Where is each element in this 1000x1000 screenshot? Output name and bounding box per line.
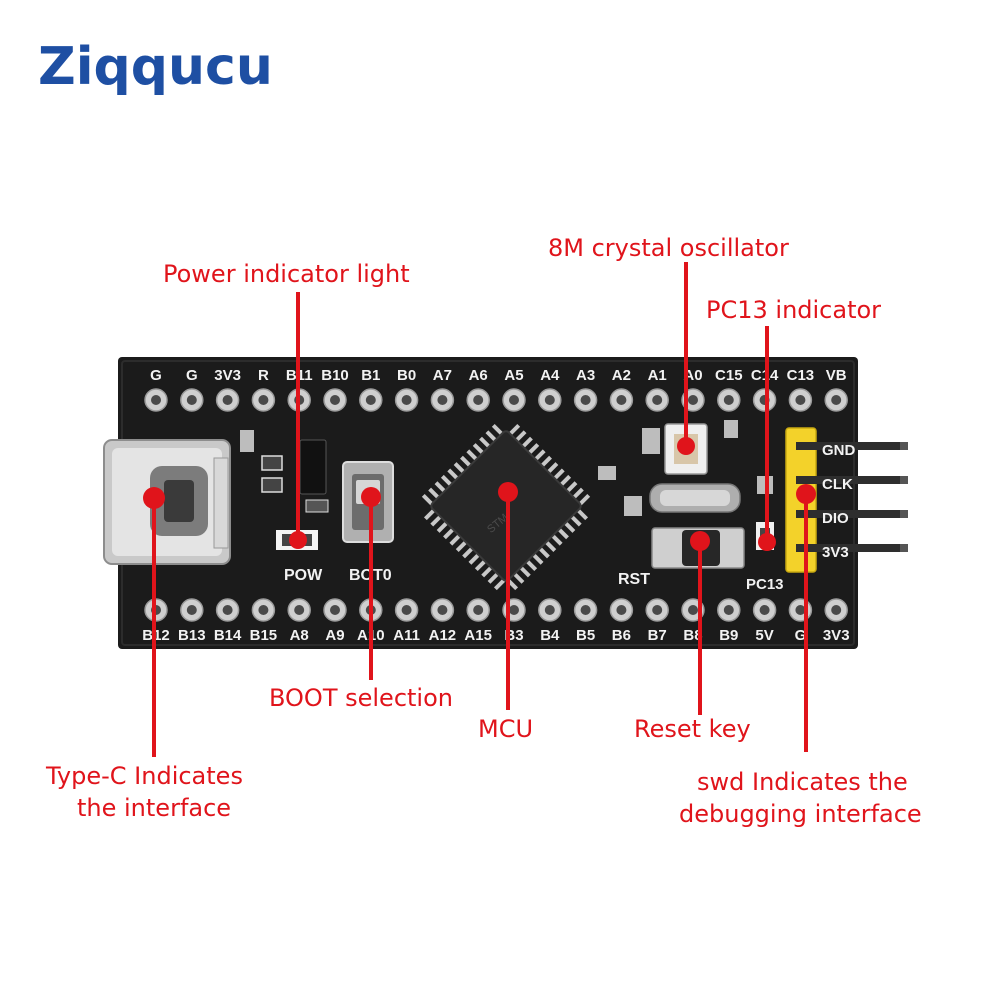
callout-boot: BOOT selection [269,684,453,712]
bottom-pin-label: B9 [719,627,738,644]
top-pin-label: G [150,367,162,384]
pc13-silk-label: PC13 [746,576,784,593]
bottom-pin-label: B6 [612,627,631,644]
callout-crystal: 8M crystal oscillator [548,234,789,262]
pow-silk-label: POW [284,567,323,584]
callout-power-indicator: Power indicator light [163,260,410,288]
callout-swd-line2: debugging interface [679,800,922,828]
bottom-pin-label: 3V3 [823,627,850,644]
callout-reset: Reset key [634,715,751,743]
bottom-pin-label: B5 [576,627,595,644]
bottom-pin-row: B12B13B14B15A8A9A10A11A12A15B3B4B5B6B7B8… [142,598,850,644]
brand-logo-text: Ziqqucu [38,37,273,97]
top-pin-label: A1 [648,367,667,384]
callout-leaders [143,262,816,757]
swd-pin-label: GND [822,442,856,459]
top-pin-label: VB [826,367,847,384]
bottom-pin-label: A11 [393,627,420,644]
swd-pin [796,476,908,484]
bottom-pin-label: 5V [755,627,773,644]
top-pin-label: B10 [321,367,349,384]
top-pin-label: G [186,367,198,384]
bottom-pin-label: A15 [464,627,492,644]
bottom-pin-label: G [795,627,807,644]
swd-pin [796,510,908,518]
top-pin-label: R [258,367,269,384]
top-pin-label: A5 [504,367,523,384]
top-pin-label: A3 [576,367,595,384]
swd-pin-label: DIO [822,510,849,527]
callout-typec-line1: Type-C Indicates [45,762,243,790]
callout-swd-line1: swd Indicates the [697,768,908,796]
typec-connector [103,439,231,565]
top-pin-label: 3V3 [214,367,241,384]
bottom-pin-label: A12 [429,627,457,644]
bottom-pin-label: B8 [683,627,702,644]
swd-pin [796,442,908,450]
top-pin-label: C13 [787,367,815,384]
top-pin-row: GG3V3RB11B10B1B0A7A6A5A4A3A2A1A0C15C14C1… [144,367,848,412]
callout-labels: Power indicator light 8M crystal oscilla… [45,234,922,828]
callout-typec-line2: the interface [77,794,231,822]
top-pin-label: C15 [715,367,743,384]
top-pin-label: A7 [433,367,452,384]
bottom-pin-label: B15 [250,627,278,644]
rst-silk-label: RST [618,571,650,588]
bottom-pin-label: B7 [648,627,667,644]
top-pin-label: B1 [361,367,380,384]
top-pin-label: A4 [540,367,560,384]
bottom-pin-label: B14 [214,627,242,644]
crystal-area [598,420,741,516]
bottom-pin-label: A8 [290,627,309,644]
top-pin-label: B0 [397,367,416,384]
bottom-pin-label: B13 [178,627,206,644]
top-pin-label: A0 [683,367,702,384]
swd-pin-label: CLK [822,476,853,493]
swd-header: GND CLK DIO 3V3 [785,427,908,573]
top-pin-label: C14 [751,367,779,384]
swd-pin [796,544,908,552]
bottom-pin-label: A9 [325,627,344,644]
brand-logo: Ziqqucu [38,37,273,97]
callout-mcu: MCU [478,715,533,743]
mcu-legs [421,423,591,591]
callout-pc13: PC13 indicator [706,296,881,324]
top-pin-label: A6 [469,367,488,384]
top-pin-label: A2 [612,367,631,384]
bottom-pin-label: B4 [540,627,560,644]
swd-pin-label: 3V3 [822,544,849,561]
